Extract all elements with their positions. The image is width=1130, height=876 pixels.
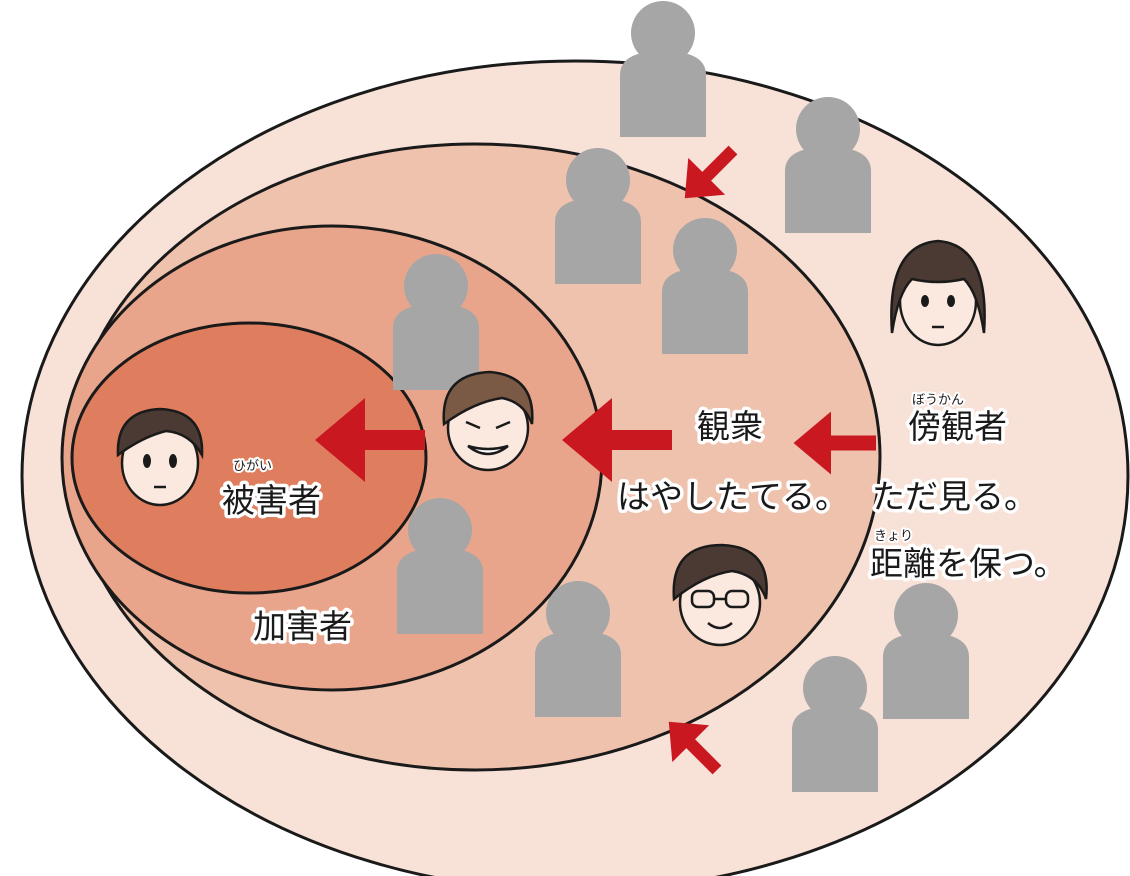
- bystander-action-label: ただ見る。: [872, 477, 1037, 516]
- audience-action-label: はやしたてる。: [617, 477, 848, 516]
- keep-distance-ruby: きょり: [874, 529, 913, 544]
- person-silhouette-icon: [620, 1, 706, 137]
- victim-ruby: ひがい: [233, 459, 272, 474]
- victim-ring: [70, 321, 428, 595]
- keep-distance-label: 距離を保つ。: [870, 544, 1067, 583]
- face-icon-perpetrator: [442, 370, 534, 472]
- face-icon-bystander-1: [890, 239, 986, 347]
- victim-label: 被害者: [222, 481, 321, 520]
- face-icon-victim: [116, 407, 204, 507]
- perpetrator-label: 加害者: [253, 607, 352, 646]
- bystander-label: 傍観者: [908, 407, 1007, 446]
- face-icon-bystander-2: [672, 543, 768, 647]
- bystander-ruby: ぼうかん: [912, 393, 964, 408]
- audience-label: 観衆: [697, 407, 763, 446]
